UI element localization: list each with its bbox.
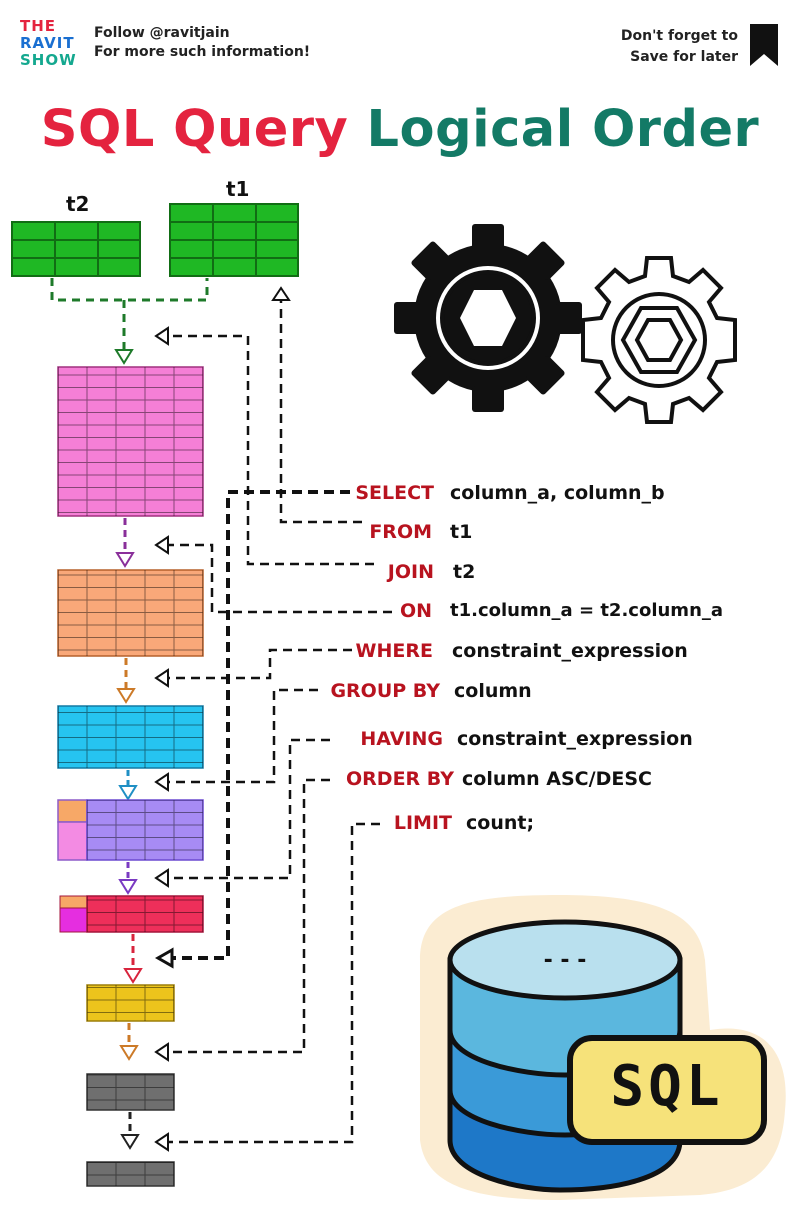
- expr-select: column_a, column_b: [450, 482, 665, 504]
- table-having: [57, 799, 204, 861]
- keyword-limit: LIMIT: [393, 812, 452, 834]
- expr-limit: count;: [466, 812, 535, 834]
- page-title: SQL Query Logical Order: [0, 100, 800, 159]
- expr-from: t1: [450, 521, 473, 543]
- follow-handle[interactable]: Follow @ravitjain: [94, 25, 230, 41]
- expr-on: t1.column_a = t2.column_a: [450, 600, 724, 621]
- table-ordered: [86, 984, 175, 1022]
- keyword-order-by: ORDER BY: [346, 768, 454, 790]
- expr-group-by: column: [454, 680, 532, 702]
- save-reminder: Don't forget to Save for later: [621, 26, 738, 68]
- title-part-2: Logical Order: [366, 100, 760, 159]
- sql-badge-text: SQL: [610, 1054, 724, 1119]
- bookmark-icon[interactable]: [748, 22, 780, 68]
- table-limited-2: [86, 1161, 175, 1187]
- keyword-group-by: GROUP BY: [330, 680, 440, 702]
- connectors: [166, 292, 392, 1144]
- expr-order-by: column ASC/DESC: [462, 768, 652, 790]
- table-filtered: [57, 569, 204, 657]
- title-part-1: SQL Query: [40, 100, 349, 159]
- table-selected: [59, 895, 204, 933]
- t2-label: t2: [66, 192, 90, 216]
- table-joined: [57, 366, 204, 517]
- follow-text: Follow @ravitjain For more such informat…: [94, 24, 310, 62]
- db-dashes: - - -: [544, 948, 587, 973]
- keyword-having: HAVING: [360, 728, 443, 750]
- follow-subtext: For more such information!: [94, 44, 311, 60]
- keyword-join: JOIN: [387, 561, 434, 583]
- keyword-on: ON: [399, 600, 432, 622]
- expr-join: t2: [453, 561, 476, 583]
- keyword-where: WHERE: [355, 640, 433, 662]
- t1-label: t1: [226, 177, 250, 201]
- table-t2: [11, 221, 141, 277]
- expr-where: constraint_expression: [452, 640, 688, 662]
- save-line-1: Don't forget to: [620, 28, 738, 44]
- logo-line-1: THE: [20, 17, 57, 35]
- keyword-from: FROM: [369, 521, 432, 543]
- gears-icon: [394, 224, 737, 424]
- table-t1: [169, 203, 299, 277]
- logo-line-2: RAVIT: [20, 34, 75, 52]
- expr-having: constraint_expression: [457, 728, 693, 750]
- logo-line-3: SHOW: [20, 51, 77, 69]
- database-icon: - - -: [420, 895, 786, 1200]
- table-grouped: [57, 705, 204, 769]
- save-line-2: Save for later: [630, 49, 738, 65]
- keyword-select: SELECT: [355, 482, 434, 504]
- logo: THE RAVIT SHOW: [20, 18, 86, 70]
- table-limited-1: [86, 1073, 175, 1111]
